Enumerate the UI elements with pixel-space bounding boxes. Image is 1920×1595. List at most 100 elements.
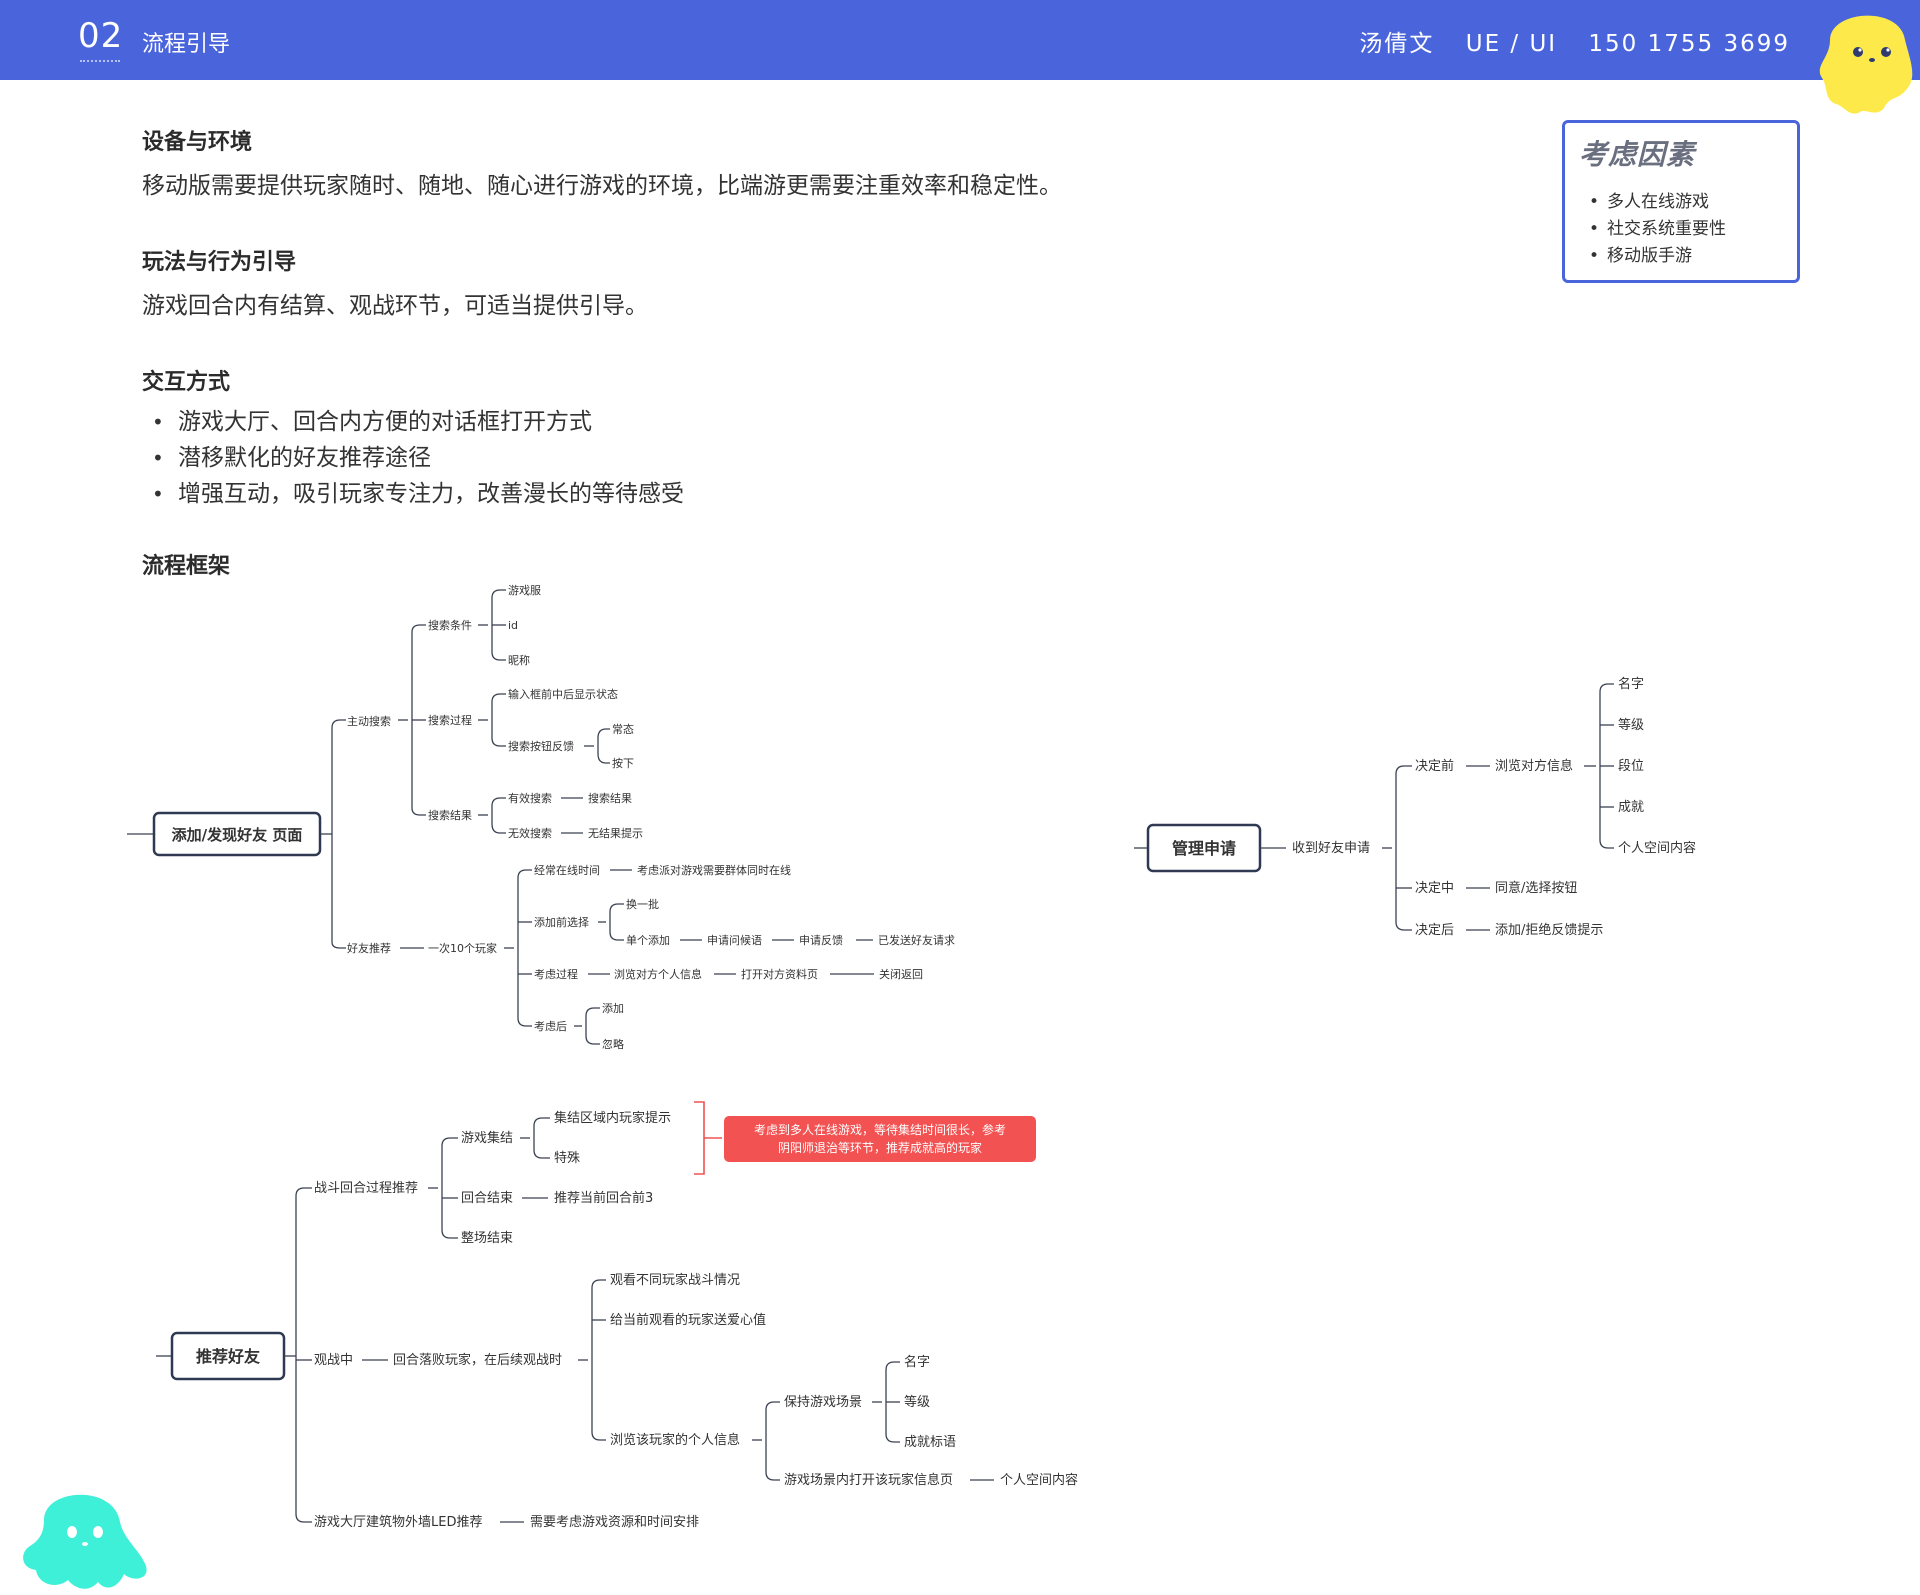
round-end-label: 回合结束 xyxy=(461,1191,513,1206)
factors-card: 考虑因素 多人在线游戏 社交系统重要性 移动版手游 xyxy=(1562,120,1800,283)
info-item-label: 成就 xyxy=(1618,800,1644,815)
interaction-section-title: 交互方式 xyxy=(142,370,231,395)
header-bar: 02 流程引导 汤倩文 UE / UI 150 1755 3699 xyxy=(0,0,1920,80)
browse-info-label: 浏览对方个人信息 xyxy=(614,967,702,981)
section-number-underline xyxy=(80,60,120,62)
manage-requests-root-label: 管理申请 xyxy=(1172,839,1236,858)
space-content-label: 个人空间内容 xyxy=(1000,1472,1078,1488)
factors-list: 多人在线游戏 社交系统重要性 移动版手游 xyxy=(1589,189,1726,270)
gameplay-section-title: 玩法与行为引导 xyxy=(142,250,297,275)
gather-note-line: 考虑到多人在线游戏，等待集结时间很长，参考 xyxy=(754,1122,1006,1137)
tree-manage-requests: 管理申请 收到好友申请 决定前 浏览对方信息 名字 等级 段位 成就 个人空间内… xyxy=(1134,676,1696,938)
info-item-label: 等级 xyxy=(1618,717,1644,733)
watching-sub-label: 回合落败玩家，在后续观战时 xyxy=(393,1352,562,1368)
open-scene-label: 游戏场景内打开该玩家信息页 xyxy=(784,1472,953,1488)
interaction-bullet: 增强互动，吸引玩家专注力，改善漫长的等待感受 xyxy=(152,476,684,512)
ten-players-label: 一次10个玩家 xyxy=(428,941,497,955)
tree-add-friend: 添加/发现好友 页面 主动搜索 好友推荐 搜索条件 搜索过程 搜索结果 游戏服 … xyxy=(127,584,955,1051)
after-item-label: 忽略 xyxy=(602,1037,624,1051)
factors-item: 多人在线游戏 xyxy=(1589,189,1726,216)
valid-result-label: 搜索结果 xyxy=(588,791,632,805)
factors-title: 考虑因素 xyxy=(1579,138,1696,171)
keep-item-label: 名字 xyxy=(904,1354,930,1370)
framework-section-title: 流程框架 xyxy=(142,554,231,579)
request-greeting-label: 申请问候语 xyxy=(707,933,762,947)
keep-scene-label: 保持游戏场景 xyxy=(784,1395,862,1410)
watching-label: 观战中 xyxy=(314,1353,353,1368)
invalid-result-label: 无结果提示 xyxy=(588,827,643,840)
recommend-label: 好友推荐 xyxy=(347,941,391,955)
button-state-label: 按下 xyxy=(612,756,634,770)
section-number: 02 xyxy=(78,16,124,56)
single-add-label: 单个添加 xyxy=(626,933,670,947)
agree-button-label: 同意/选择按钮 xyxy=(1495,880,1577,896)
after-consider-label: 考虑后 xyxy=(534,1020,567,1033)
interaction-bullet: 潜移默化的好友推荐途径 xyxy=(152,440,684,476)
cond-item: 游戏服 xyxy=(508,584,541,597)
active-search-label: 主动搜索 xyxy=(347,714,391,728)
gather-label: 游戏集结 xyxy=(461,1130,513,1146)
contact-info: 汤倩文 UE / UI 150 1755 3699 xyxy=(1359,24,1790,58)
swap-label: 换一批 xyxy=(626,897,659,911)
device-section-body: 移动版需要提供玩家随时、随地、随心进行游戏的环境，比端游更需要注重效率和稳定性。 xyxy=(142,173,1062,199)
author-name: 汤倩文 xyxy=(1359,31,1435,57)
keep-item-label: 等级 xyxy=(904,1394,930,1410)
before-add-label: 添加前选择 xyxy=(534,915,589,929)
search-process-label: 搜索过程 xyxy=(428,713,472,727)
process-input-label: 输入框前中后显示状态 xyxy=(508,687,618,701)
match-end-label: 整场结束 xyxy=(461,1231,513,1246)
request-feedback-label: 申请反馈 xyxy=(799,934,843,947)
keep-item-label: 成就标语 xyxy=(904,1435,956,1450)
author-phone: 150 1755 3699 xyxy=(1588,31,1790,57)
search-result-label: 搜索结果 xyxy=(428,808,472,822)
feedback-tip-label: 添加/拒绝反馈提示 xyxy=(1495,922,1603,938)
led-note-label: 需要考虑游戏资源和时间安排 xyxy=(530,1515,699,1530)
consider-process-label: 考虑过程 xyxy=(534,968,578,981)
info-item-label: 名字 xyxy=(1618,676,1644,692)
process-button-label: 搜索按钮反馈 xyxy=(508,739,574,753)
note-bracket xyxy=(694,1101,705,1175)
cyan-ghost-mascot-icon xyxy=(23,1494,147,1589)
cond-item: 昵称 xyxy=(508,653,530,667)
valid-search-label: 有效搜索 xyxy=(508,791,552,805)
browse-player-label: 浏览该玩家的个人信息 xyxy=(610,1432,740,1448)
invalid-search-label: 无效搜索 xyxy=(508,826,552,840)
add-friend-root-label: 添加/发现好友 页面 xyxy=(172,826,303,844)
author-role: UE / UI xyxy=(1465,31,1558,57)
browse-other-info-label: 浏览对方信息 xyxy=(1495,758,1573,774)
factors-item: 社交系统重要性 xyxy=(1589,216,1726,243)
close-back-label: 关闭返回 xyxy=(879,967,923,981)
often-online-note: 考虑派对游戏需要群体同时在线 xyxy=(637,863,791,877)
yellow-ghost-mascot-icon xyxy=(1819,15,1913,114)
gather-item-label: 特殊 xyxy=(554,1151,580,1166)
section-title: 流程引导 xyxy=(142,32,231,57)
watch-item-label: 给当前观看的玩家送爱心值 xyxy=(610,1312,766,1328)
after-item-label: 添加 xyxy=(602,1001,624,1015)
during-decide-label: 决定中 xyxy=(1415,881,1454,896)
request-sent-label: 已发送好友请求 xyxy=(878,933,955,947)
watch-item-label: 观看不同玩家战斗情况 xyxy=(610,1272,740,1288)
interaction-bullet-list: 游戏大厅、回合内方便的对话框打开方式 潜移默化的好友推荐途径 增强互动，吸引玩家… xyxy=(152,404,684,512)
after-decide-label: 决定后 xyxy=(1415,923,1454,938)
battle-recommend-label: 战斗回合过程推荐 xyxy=(314,1181,418,1196)
device-section-title: 设备与环境 xyxy=(142,130,253,155)
info-item-label: 段位 xyxy=(1618,759,1644,774)
button-state-label: 常态 xyxy=(612,723,634,736)
often-online-label: 经常在线时间 xyxy=(534,863,600,877)
factors-item: 移动版手游 xyxy=(1589,243,1726,270)
gather-note-box xyxy=(724,1116,1036,1162)
gameplay-section-body: 游戏回合内有结算、观战环节，可适当提供引导。 xyxy=(142,293,648,319)
before-decide-label: 决定前 xyxy=(1415,758,1454,774)
led-recommend-label: 游戏大厅建筑物外墙LED推荐 xyxy=(314,1514,482,1530)
gather-note-line: 阴阳师退治等环节，推荐成就高的玩家 xyxy=(778,1140,982,1155)
gather-item-label: 集结区域内玩家提示 xyxy=(554,1110,671,1126)
receive-request-label: 收到好友申请 xyxy=(1292,840,1370,856)
interaction-bullet: 游戏大厅、回合内方便的对话框打开方式 xyxy=(152,404,684,440)
cond-item: id xyxy=(508,619,518,632)
open-profile-label: 打开对方资料页 xyxy=(741,967,818,981)
tree-recommend-friends: 推荐好友 战斗回合过程推荐 游戏集结 集结区域内玩家提示 特殊 考虑到多人在线游… xyxy=(156,1101,1078,1530)
round-top-label: 推荐当前回合前3 xyxy=(554,1190,653,1206)
search-condition-label: 搜索条件 xyxy=(428,618,472,632)
recommend-root-label: 推荐好友 xyxy=(196,1347,261,1366)
